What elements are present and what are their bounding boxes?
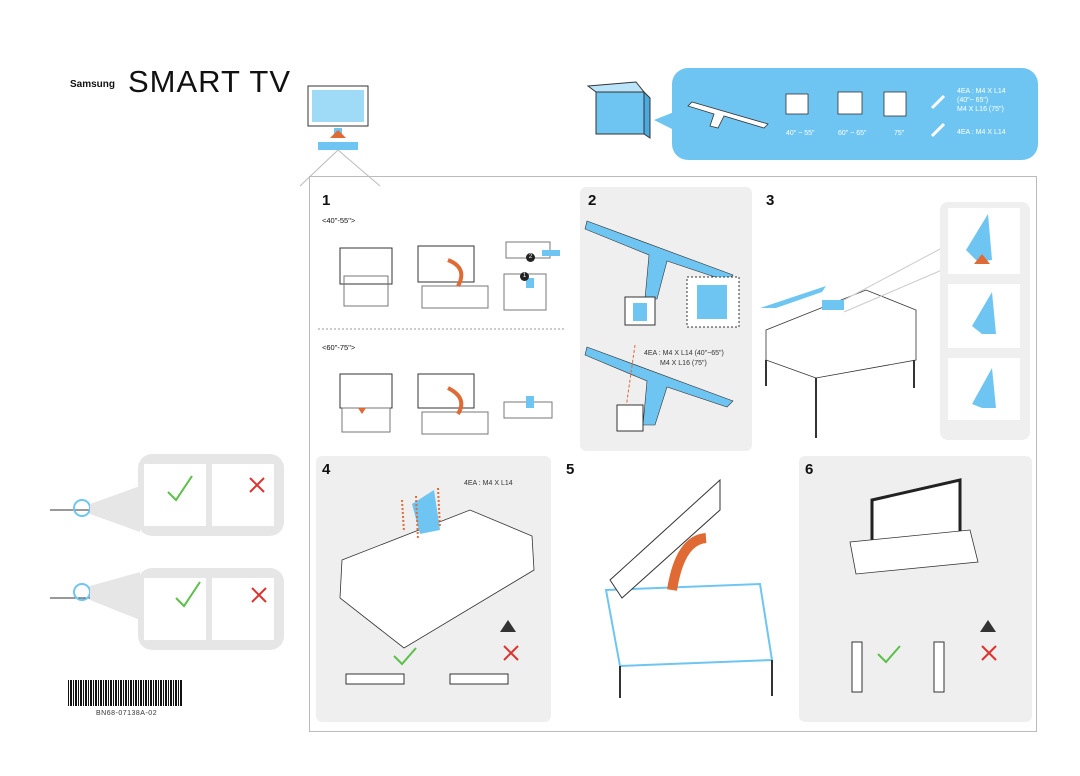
step-1-size-b: <60"-75"> xyxy=(322,343,356,352)
step-1-size-a: <40"-55"> xyxy=(322,216,356,225)
step-5-number: 5 xyxy=(566,461,575,478)
step-5-illustration xyxy=(604,478,774,698)
samsung-wordmark: Samsung xyxy=(70,79,116,90)
parts-banner xyxy=(586,68,1038,160)
step-4-illustration xyxy=(339,487,535,685)
grip-comparison xyxy=(50,454,284,650)
screw-spec-1-line-3: M4 X L16 (75") xyxy=(957,106,1004,113)
instructions-frame xyxy=(309,176,1037,732)
screw-spec-1-line-1: 4EA : M4 X L14 xyxy=(957,88,1006,95)
step-4-number: 4 xyxy=(322,461,331,478)
step-2-illustration xyxy=(584,220,740,432)
step-3-illustration xyxy=(760,202,1030,440)
step-1-marker-1: 1 xyxy=(520,272,529,281)
size-label-40-55: 40" ~ 55" xyxy=(786,130,815,137)
size-label-60-65: 60" ~ 65" xyxy=(838,130,867,137)
step-1-illustration xyxy=(318,241,566,435)
size-label-75: 75" xyxy=(894,130,905,137)
step-6-number: 6 xyxy=(805,461,814,478)
step-1-number: 1 xyxy=(322,192,331,209)
smart-tv-logo: SMART TV xyxy=(128,64,292,99)
step-3-number: 3 xyxy=(766,192,775,209)
barcode-number: BN68-07138A-02 xyxy=(96,710,158,717)
step-4-screw-note: 4EA : M4 X L14 xyxy=(464,480,513,487)
barcode xyxy=(68,680,182,706)
step-2-number: 2 xyxy=(588,192,597,209)
step-2-screw-line-2: M4 X L16 (75") xyxy=(660,360,707,367)
step-1-marker-2: 2 xyxy=(526,253,535,262)
screw-spec-2: 4EA : M4 X L14 xyxy=(957,129,1006,136)
step-6-illustration xyxy=(849,478,997,693)
step-2-screw-line-1: 4EA : M4 X L14 (40"~65") xyxy=(644,350,724,357)
screw-spec-1-line-2: (40"~ 65") xyxy=(957,97,989,104)
tv-lift-icon xyxy=(299,85,381,187)
